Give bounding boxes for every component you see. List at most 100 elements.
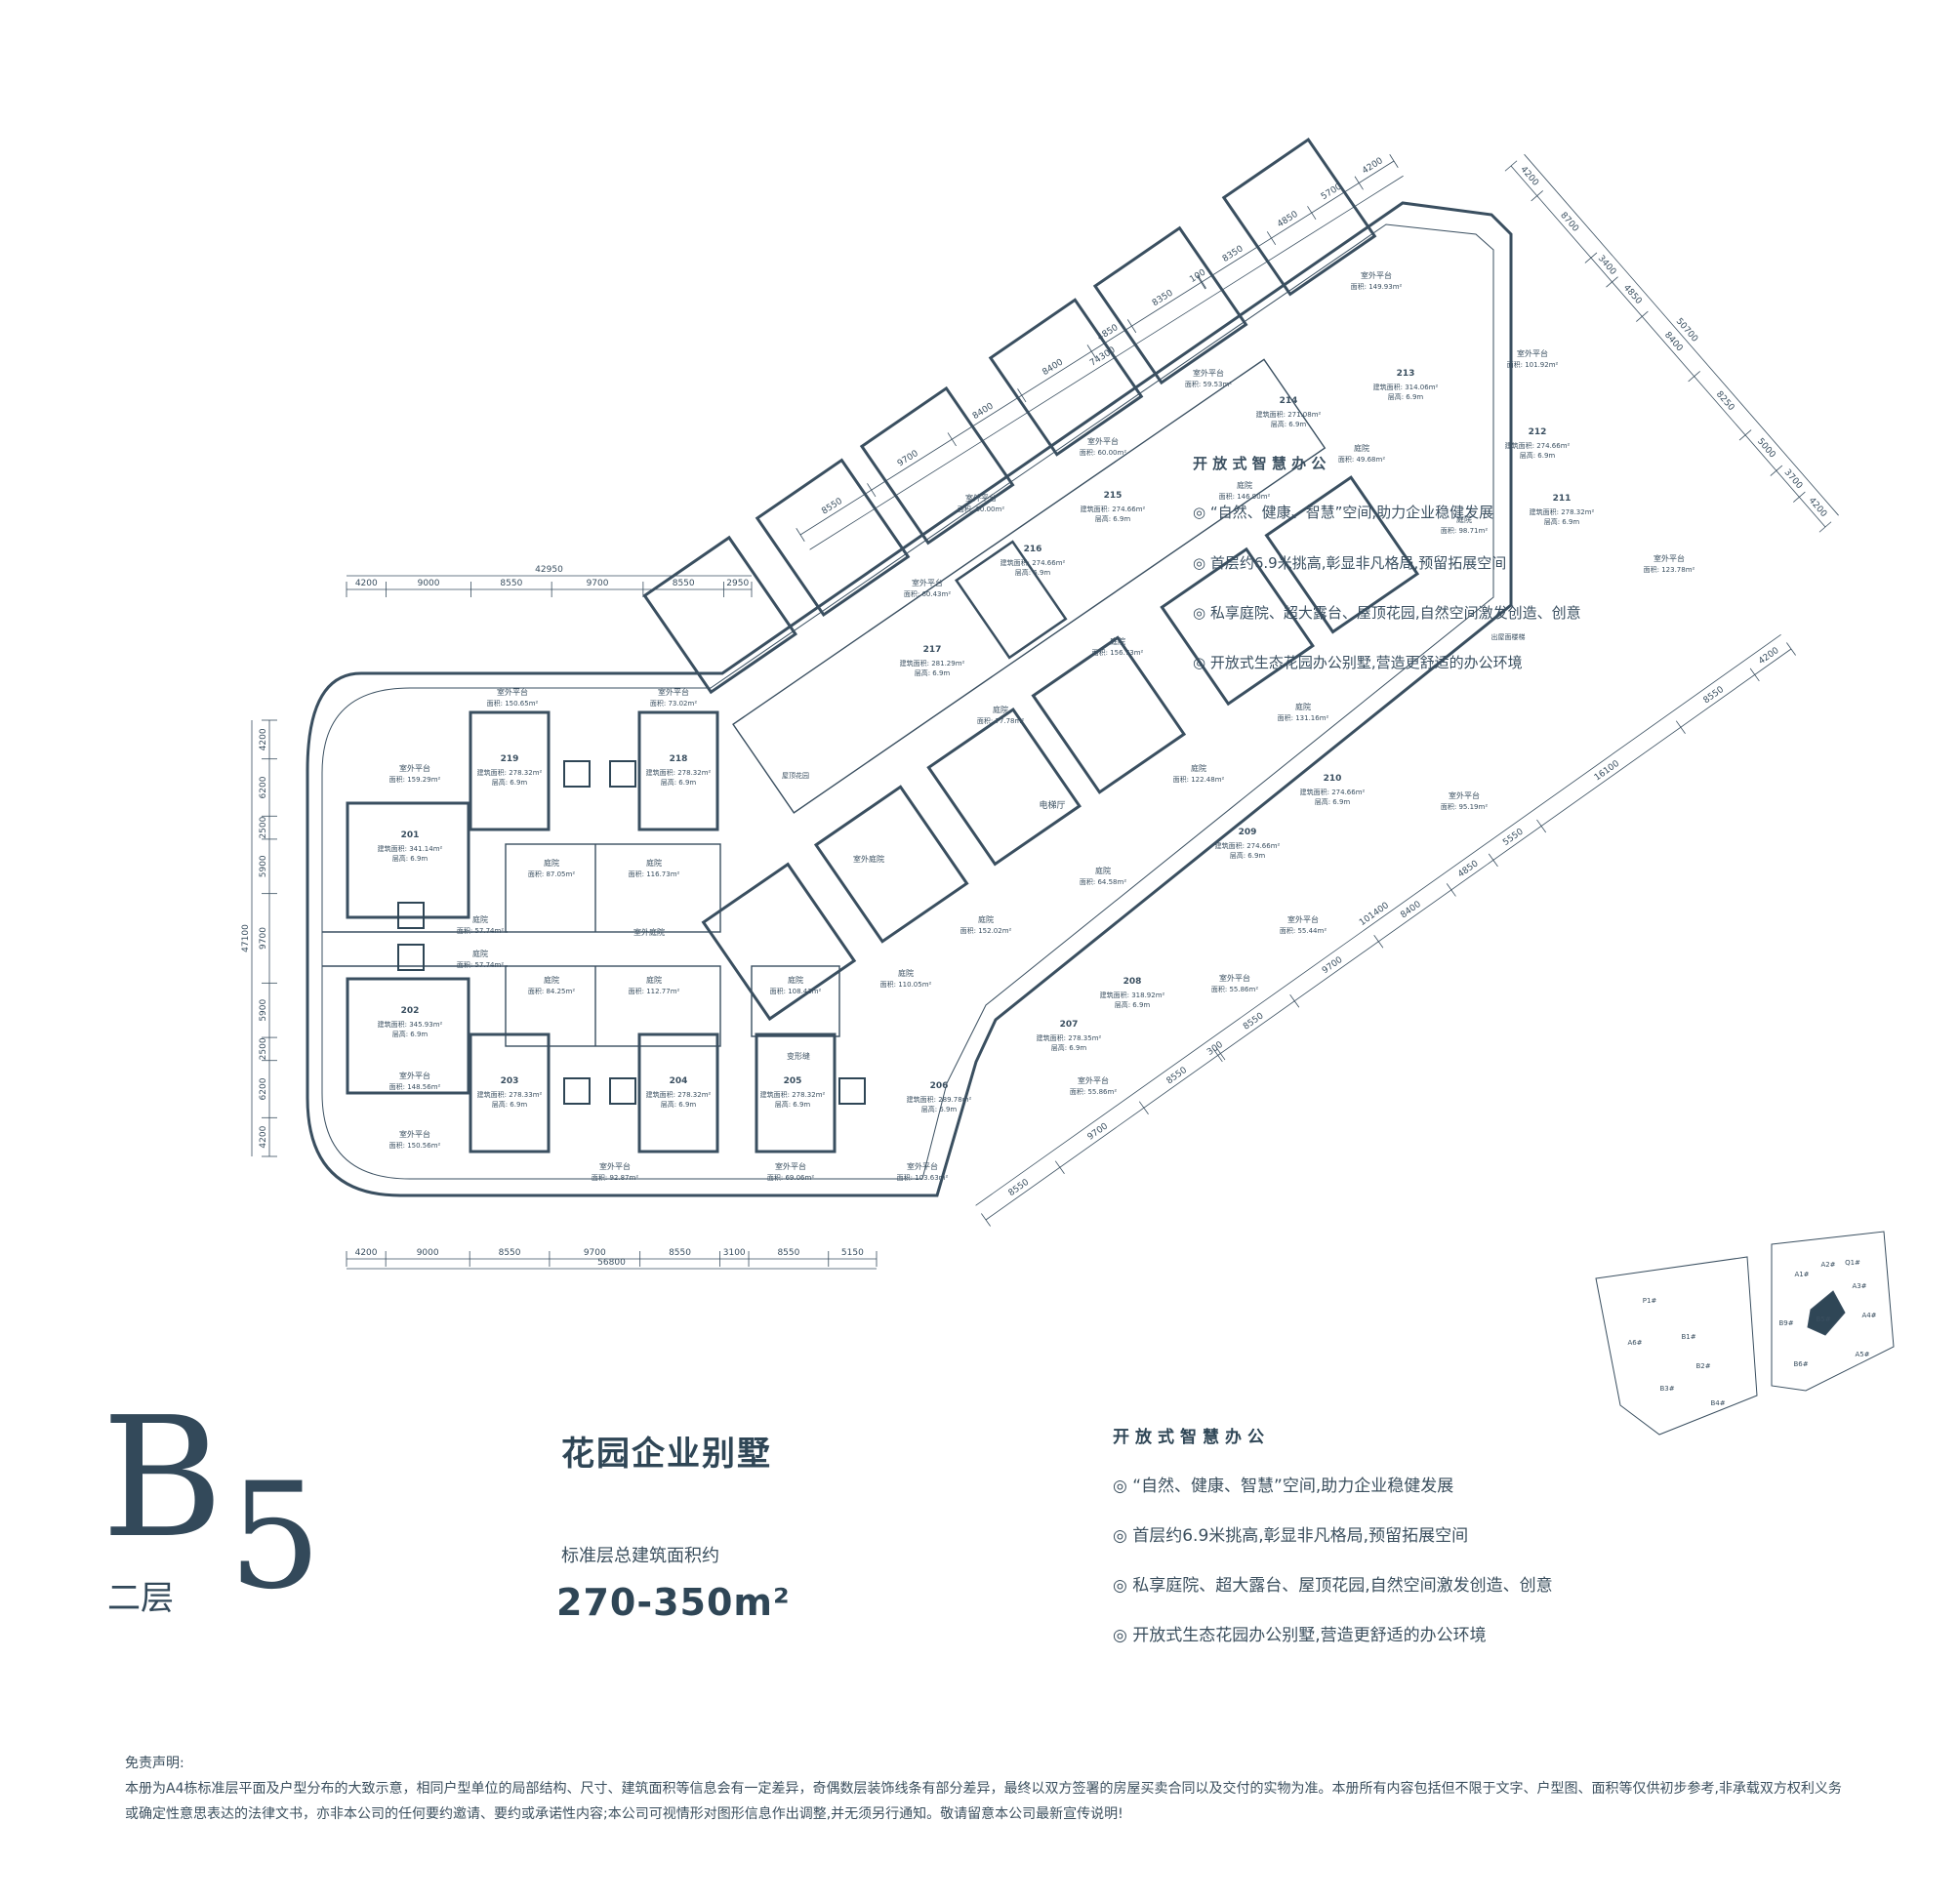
- dimension-label: 8400: [1662, 330, 1685, 353]
- elevator-core: [838, 1077, 866, 1105]
- unit-area: 建筑面积: 281.29m²: [900, 659, 965, 668]
- dimension-label: 300: [1205, 1040, 1225, 1058]
- room-outline: [1264, 475, 1420, 634]
- dimension-tick: [1488, 853, 1498, 868]
- dimension-label: 8550: [669, 1248, 691, 1258]
- space-area: 面积: 64.58m²: [1080, 877, 1126, 886]
- dimension-label: 5150: [841, 1248, 864, 1258]
- page-title: 花园企业别墅: [561, 1435, 772, 1474]
- overlay-item: ◎ 首层约6.9米挑高,彰显非凡格局,预留拓展空间: [1193, 554, 1506, 572]
- dimension-tick: [1138, 1101, 1149, 1114]
- unit-height: 层高: 6.9m: [1544, 517, 1580, 526]
- unit-height: 层高: 6.9m: [775, 1100, 811, 1109]
- dimension-tick: [796, 528, 805, 542]
- dimension-label: 8550: [673, 579, 695, 588]
- space-name: 室外平台: [1654, 553, 1685, 563]
- space-name: 室外平台: [1361, 270, 1392, 280]
- unit-area: 建筑面积: 278.32m²: [1530, 507, 1595, 516]
- elevator-core: [609, 760, 636, 788]
- unit-number: 210: [1324, 774, 1342, 784]
- unit-number: 204: [670, 1076, 688, 1086]
- dimension-tick: [1017, 388, 1027, 403]
- unit-number: 211: [1553, 494, 1572, 504]
- space-area: 面积: 57.74m²: [457, 926, 504, 935]
- space-name: 室外平台: [1517, 348, 1548, 358]
- room-outline: [701, 862, 857, 1022]
- dimension-label: 6200: [259, 1077, 268, 1100]
- dimension-tick: [1504, 160, 1518, 172]
- space-area: 面积: 60.00m²: [1080, 448, 1126, 457]
- transformer-label: 变形缝: [787, 1051, 810, 1061]
- space-name: 室外平台: [1449, 790, 1480, 800]
- dimension-label: 8700: [1558, 211, 1580, 234]
- unit-number: 207: [1060, 1020, 1079, 1030]
- dimension-label: 4200: [259, 1125, 268, 1148]
- key-map-highlight: [1807, 1290, 1846, 1336]
- dimension-total: 42950: [535, 565, 563, 575]
- dimension-label: 2950: [726, 579, 749, 588]
- feature-item: ◎ “自然、健康、智慧”空间,助力企业稳健发展: [1113, 1477, 1454, 1496]
- unit-height: 层高: 6.9m: [1315, 797, 1351, 806]
- dimension-tick: [1749, 668, 1760, 682]
- dimension-tick: [1354, 176, 1364, 190]
- space-area: 面积: 60.00m²: [958, 505, 1004, 513]
- unit-height: 层高: 6.9m: [1388, 392, 1424, 401]
- unit-number: 212: [1529, 427, 1547, 437]
- courtyard-outline: [732, 358, 1327, 814]
- keymap-label: A1#: [1794, 1271, 1809, 1278]
- keymap-label: B3#: [1659, 1385, 1674, 1393]
- feature-item: ◎ 首层约6.9米挑高,彰显非凡格局,预留拓展空间: [1113, 1526, 1469, 1546]
- disclaimer-title: 免责声明:: [125, 1756, 184, 1771]
- dimension-label: 5900: [259, 998, 268, 1021]
- space-area: 面积: 148.56m²: [389, 1082, 441, 1091]
- area-label: 标准层总建筑面积约: [561, 1546, 719, 1566]
- space-area: 面积: 73.02m²: [650, 699, 697, 708]
- dimension-tick: [1054, 1160, 1065, 1174]
- unit-area: 建筑面积: 278.32m²: [760, 1090, 826, 1099]
- feature-item: ◎ 开放式生态花园办公别墅,营造更舒适的办公环境: [1113, 1626, 1487, 1645]
- dimension-tick: [1373, 934, 1384, 949]
- dimension-label: 8400: [971, 401, 996, 422]
- room-outline: [859, 385, 1015, 546]
- dimension-label: 4200: [259, 728, 268, 750]
- dimension-tick: [947, 432, 957, 447]
- plan-inner-line: [321, 223, 1494, 1180]
- dimension-line: [975, 633, 1781, 1206]
- room-outline: [346, 977, 470, 1095]
- space-name: 庭院: [472, 914, 488, 924]
- building-number: 5: [228, 1452, 322, 1622]
- space-area: 面积: 159.29m²: [389, 775, 441, 784]
- unit-height: 层高: 6.9m: [921, 1105, 958, 1113]
- dimension-tick: [1818, 521, 1832, 533]
- room-outline: [642, 535, 798, 695]
- space-area: 面积: 103.63m²: [897, 1173, 949, 1182]
- courtyard-outline: [505, 965, 721, 1047]
- keymap-label: B9#: [1778, 1319, 1793, 1327]
- unit-number: 213: [1397, 369, 1415, 379]
- unit-area: 建筑面积: 341.14m²: [378, 844, 443, 853]
- unit-area: 建筑面积: 318.92m²: [1100, 991, 1165, 999]
- unit-number: 214: [1280, 396, 1298, 406]
- space-area: 面积: 112.77m²: [629, 987, 680, 995]
- space-area: 面积: 116.73m²: [629, 870, 680, 878]
- space-name: 室外平台: [599, 1161, 631, 1171]
- dimension-total: 56800: [597, 1258, 626, 1268]
- room-outline: [1160, 546, 1315, 707]
- room-outline: [1031, 635, 1187, 794]
- space-name: 室外平台: [907, 1161, 938, 1171]
- dimension-label: 2500: [259, 816, 268, 838]
- dimension-line: [1510, 165, 1826, 528]
- keymap-label: B2#: [1695, 1362, 1710, 1370]
- space-name: 室外庭院: [633, 927, 665, 937]
- dimension-tick: [1738, 429, 1752, 441]
- dimension-tick: [1636, 310, 1649, 322]
- space-area: 面积: 95.19m²: [1441, 802, 1488, 811]
- space-name: 庭院: [1354, 443, 1369, 453]
- roof-garden-label: 屋顶花园: [782, 771, 809, 780]
- dimension-label: 8350: [1221, 244, 1245, 264]
- dimension-label: 6200: [259, 776, 268, 798]
- dimension-line: [985, 648, 1792, 1221]
- space-name: 室外平台: [399, 1129, 430, 1139]
- space-name: 庭院: [646, 975, 662, 985]
- unit-number: 205: [784, 1076, 802, 1086]
